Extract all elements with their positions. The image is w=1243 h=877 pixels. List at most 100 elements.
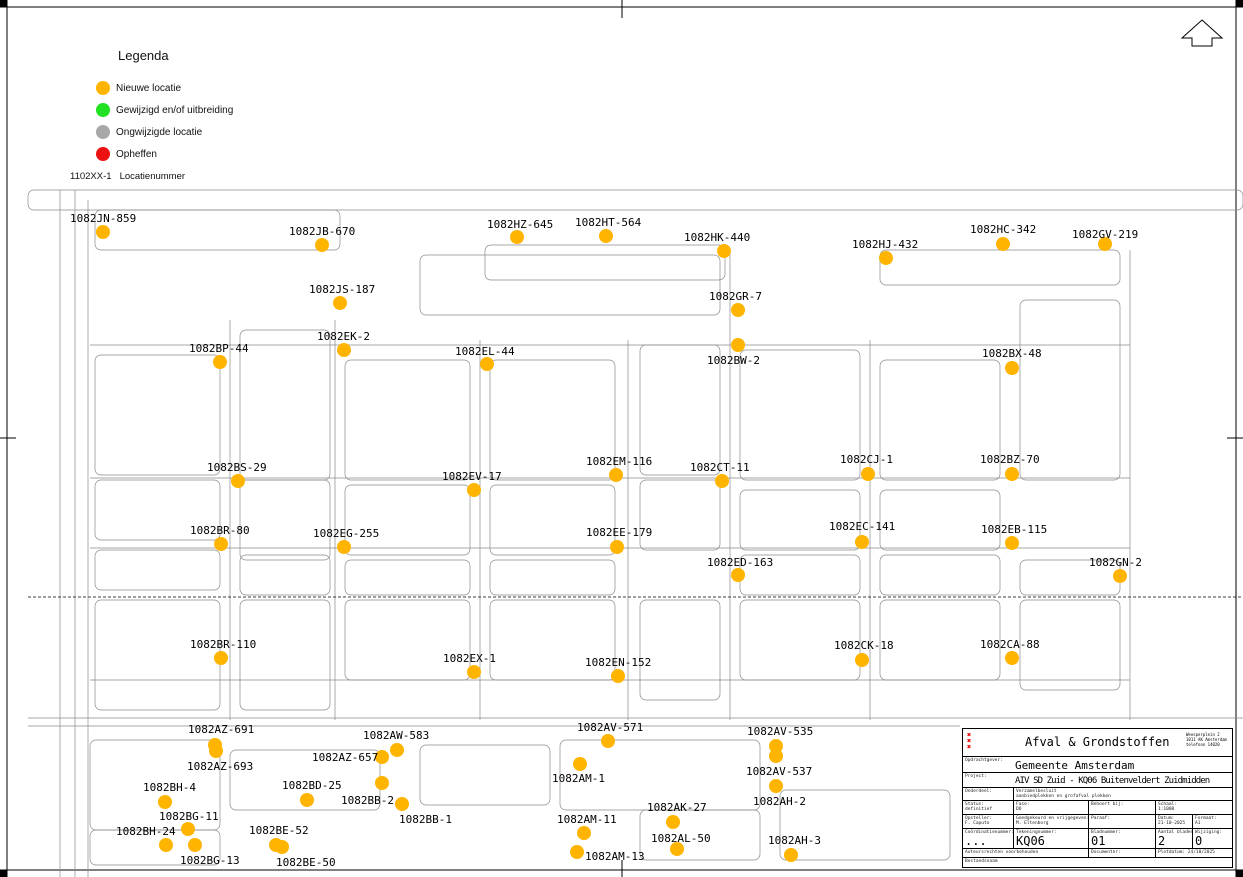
location-marker[interactable]: 1082HJ-432 (852, 238, 918, 265)
location-dot-icon[interactable] (390, 743, 404, 757)
location-marker[interactable]: 1082BR-80 (190, 524, 250, 551)
location-marker[interactable]: 1082AH-3 (768, 834, 821, 862)
location-marker[interactable]: 1082BW-2 (707, 338, 760, 367)
location-marker[interactable]: 1082AK-27 (647, 801, 707, 829)
location-dot-icon[interactable] (337, 540, 351, 554)
location-dot-icon[interactable] (375, 776, 389, 790)
location-dot-icon[interactable] (333, 296, 347, 310)
location-marker[interactable]: 1082HK-440 (684, 231, 750, 258)
location-marker[interactable]: 1082BP-44 (189, 342, 249, 369)
location-dot-icon[interactable] (855, 653, 869, 667)
location-dot-icon[interactable] (315, 238, 329, 252)
location-marker[interactable]: 1082CJ-1 (840, 453, 893, 481)
location-dot-icon[interactable] (879, 251, 893, 265)
location-marker[interactable]: 1082AW-583 (363, 729, 429, 757)
location-marker[interactable]: 1082EN-152 (585, 656, 651, 683)
location-dot-icon[interactable] (611, 669, 625, 683)
location-dot-icon[interactable] (717, 244, 731, 258)
location-marker[interactable]: 1082GN-2 (1089, 556, 1142, 583)
location-marker[interactable]: 1082AV-537 (746, 749, 812, 778)
location-marker[interactable]: 1082CA-88 (980, 638, 1040, 665)
location-marker[interactable]: 1082BZ-70 (980, 453, 1040, 481)
location-marker[interactable]: 1082ED-163 (707, 556, 773, 582)
location-marker[interactable]: 1082CK-18 (834, 639, 894, 667)
location-dot-icon[interactable] (467, 483, 481, 497)
location-dot-icon[interactable] (601, 734, 615, 748)
location-marker[interactable]: 1082AZ-693 (187, 744, 253, 773)
location-marker[interactable]: 1082AM-1 (552, 757, 605, 785)
location-marker[interactable]: 1082BD-25 (282, 779, 342, 807)
location-marker[interactable]: 1082EV-17 (442, 470, 502, 497)
location-marker[interactable]: 1082BH-4 (143, 781, 196, 809)
location-dot-icon[interactable] (609, 468, 623, 482)
location-dot-icon[interactable] (784, 848, 798, 862)
location-marker[interactable]: 1082EM-116 (586, 455, 652, 482)
location-dot-icon[interactable] (181, 822, 195, 836)
location-dot-icon[interactable] (214, 651, 228, 665)
location-dot-icon[interactable] (570, 845, 584, 859)
location-marker[interactable]: 1082BX-48 (982, 347, 1042, 375)
location-marker[interactable]: 1082BB-2 (341, 776, 394, 807)
location-dot-icon[interactable] (599, 229, 613, 243)
location-dot-icon[interactable] (855, 535, 869, 549)
location-dot-icon[interactable] (577, 826, 591, 840)
location-dot-icon[interactable] (213, 355, 227, 369)
location-marker[interactable]: 1082BG-11 (159, 810, 219, 836)
location-marker[interactable]: 1082BH-24 (116, 825, 176, 852)
location-marker[interactable]: 1082BE-50 (275, 840, 336, 869)
location-marker[interactable]: 1082GR-7 (709, 290, 762, 317)
location-dot-icon[interactable] (731, 303, 745, 317)
location-marker[interactable]: 1082AL-50 (651, 832, 711, 856)
location-dot-icon[interactable] (573, 757, 587, 771)
location-dot-icon[interactable] (666, 815, 680, 829)
location-dot-icon[interactable] (1005, 467, 1019, 481)
location-marker[interactable]: 1082AV-535 (747, 725, 813, 753)
location-dot-icon[interactable] (300, 793, 314, 807)
location-dot-icon[interactable] (467, 665, 481, 679)
location-marker[interactable]: 1082AM-13 (570, 845, 645, 863)
location-marker[interactable]: 1082BB-1 (395, 797, 452, 826)
location-dot-icon[interactable] (480, 357, 494, 371)
location-dot-icon[interactable] (96, 225, 110, 239)
location-marker[interactable]: 1082EC-141 (829, 520, 895, 549)
location-marker[interactable]: 1082HZ-645 (487, 218, 553, 244)
location-marker[interactable]: 1082BR-110 (190, 638, 256, 665)
location-dot-icon[interactable] (1005, 536, 1019, 550)
location-marker[interactable]: 1082EE-179 (586, 526, 652, 554)
location-marker[interactable]: 1082AH-2 (753, 779, 806, 808)
location-marker[interactable]: 1082HT-564 (575, 216, 642, 243)
location-marker[interactable]: 1082EX-1 (443, 652, 496, 679)
location-marker[interactable]: 1082AV-571 (577, 721, 643, 748)
location-dot-icon[interactable] (1098, 237, 1112, 251)
location-marker[interactable]: 1082AZ-657 (312, 750, 389, 764)
location-dot-icon[interactable] (769, 779, 783, 793)
location-dot-icon[interactable] (209, 744, 223, 758)
location-marker[interactable]: 1082CT-11 (690, 461, 750, 488)
location-marker[interactable]: 1082BS-29 (207, 461, 267, 488)
location-dot-icon[interactable] (1005, 651, 1019, 665)
location-dot-icon[interactable] (769, 749, 783, 763)
location-dot-icon[interactable] (188, 838, 202, 852)
location-dot-icon[interactable] (731, 338, 745, 352)
location-dot-icon[interactable] (715, 474, 729, 488)
location-dot-icon[interactable] (610, 540, 624, 554)
location-marker[interactable]: 1082EG-255 (313, 527, 379, 554)
location-dot-icon[interactable] (231, 474, 245, 488)
location-dot-icon[interactable] (731, 568, 745, 582)
location-dot-icon[interactable] (395, 797, 409, 811)
location-dot-icon[interactable] (769, 739, 783, 753)
location-dot-icon[interactable] (337, 343, 351, 357)
location-dot-icon[interactable] (214, 537, 228, 551)
location-marker[interactable]: 1082JB-670 (289, 225, 355, 252)
location-dot-icon[interactable] (670, 842, 684, 856)
location-dot-icon[interactable] (158, 795, 172, 809)
location-dot-icon[interactable] (996, 237, 1010, 251)
location-marker[interactable]: 1082JN-859 (70, 212, 136, 239)
location-dot-icon[interactable] (375, 750, 389, 764)
location-marker[interactable]: 1082EB-115 (981, 523, 1047, 550)
location-dot-icon[interactable] (861, 467, 875, 481)
location-marker[interactable]: 1082GV-219 (1072, 228, 1138, 251)
location-dot-icon[interactable] (1005, 361, 1019, 375)
location-marker[interactable]: 1082EL-44 (455, 345, 515, 371)
location-dot-icon[interactable] (159, 838, 173, 852)
